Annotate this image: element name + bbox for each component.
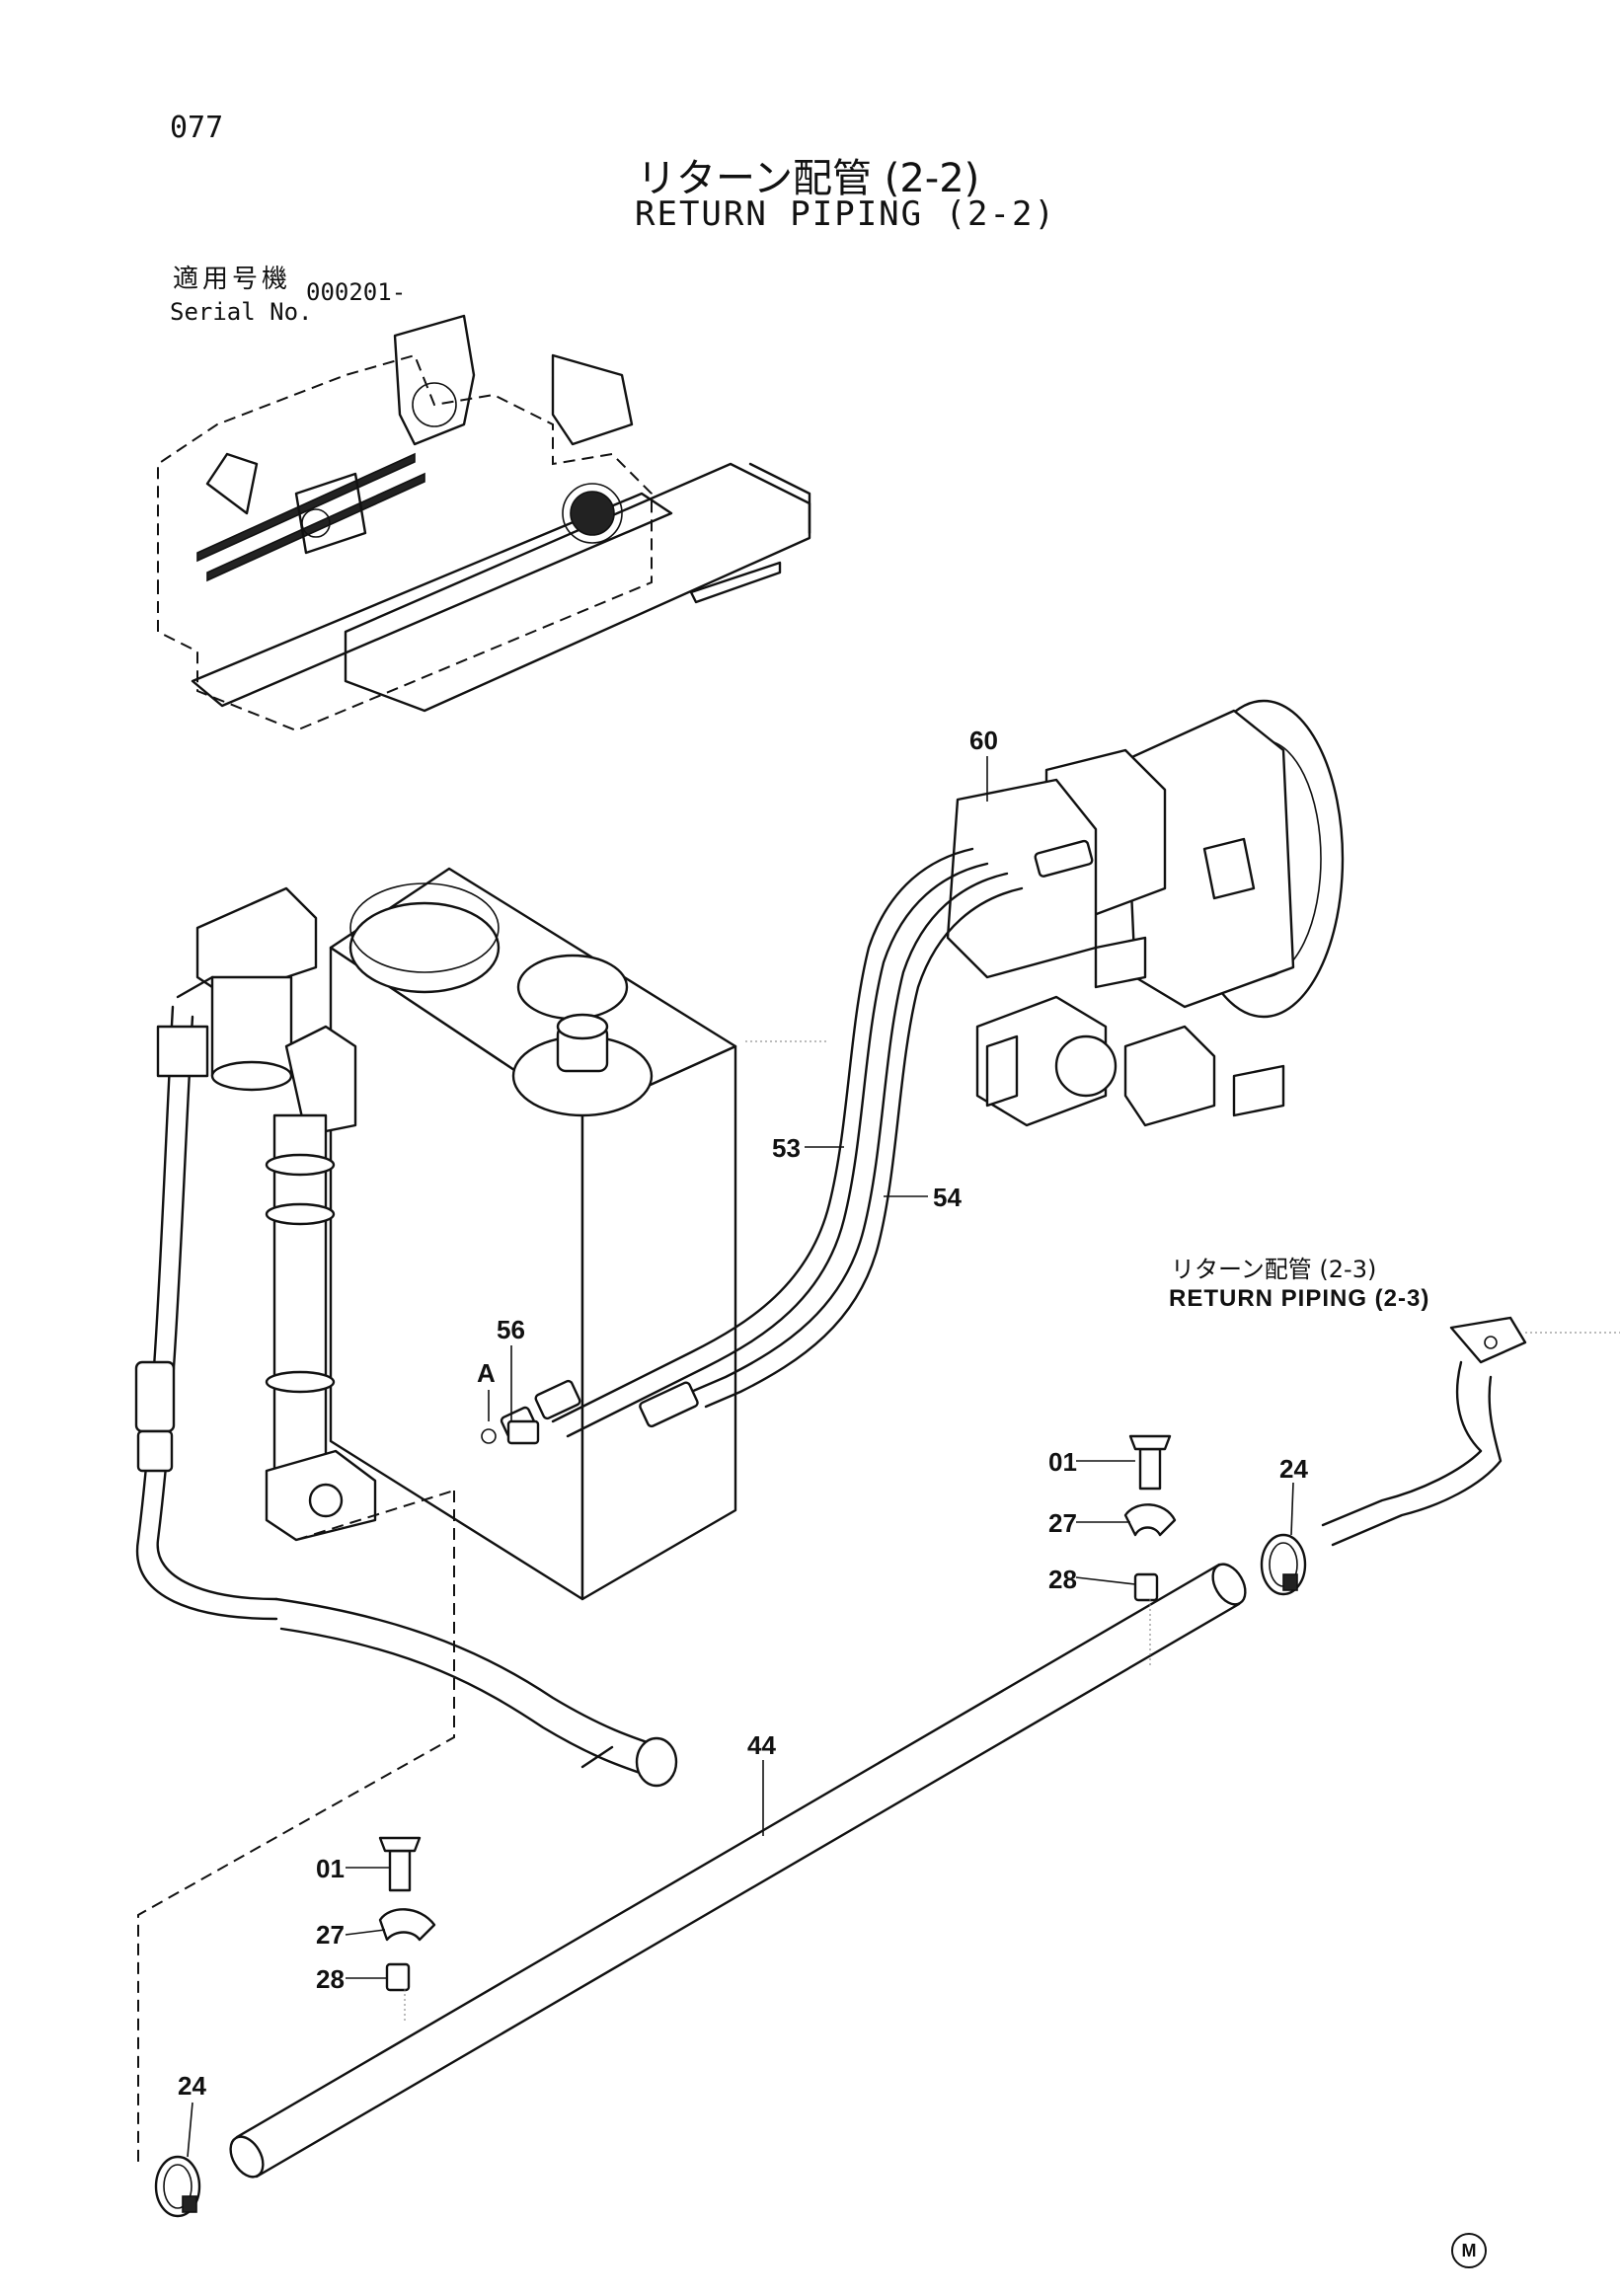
view-marker-a: A: [477, 1358, 496, 1388]
return-filter-assembly: [176, 886, 377, 1542]
return-pipe-44: [229, 1563, 1247, 2179]
reference-label-english: RETURN PIPING (2-3): [1169, 1285, 1430, 1312]
hydraulic-pump-assembly: [946, 699, 1345, 1127]
page-title-japanese: リターン配管 (2-2): [637, 156, 980, 201]
fitting-56: [481, 1419, 540, 1445]
callout-leader-lines: [187, 756, 1294, 2158]
page-number: 077: [170, 111, 224, 145]
callout-27-left: 27: [316, 1920, 345, 1950]
callout-56: 56: [497, 1315, 525, 1344]
page-title-english: RETURN PIPING (2-2): [635, 194, 1056, 234]
continuation-pipe-2-3: [1321, 1316, 1620, 1547]
callout-53: 53: [772, 1133, 801, 1163]
callout-01-right: 01: [1048, 1447, 1077, 1477]
callout-44: 44: [747, 1730, 776, 1760]
hose-clamp-24-right: [1260, 1533, 1307, 1596]
tank-outlet-pipe: [274, 1597, 678, 1788]
callout-28-right: 28: [1048, 1565, 1077, 1594]
serial-number-value: 000201-: [306, 278, 407, 306]
callout-28-left: 28: [316, 1964, 345, 1994]
callout-54: 54: [933, 1183, 962, 1212]
callout-60: 60: [969, 726, 998, 755]
detail-boundary-lines: [137, 1040, 829, 2162]
hose-clamp-24-left: [154, 2155, 201, 2218]
callout-27-right: 27: [1048, 1508, 1077, 1538]
overview-machine-frame: [157, 314, 811, 732]
callout-01-left: 01: [316, 1854, 345, 1883]
serial-label-english: Serial No.: [170, 298, 313, 326]
callout-24-left: 24: [178, 2071, 206, 2101]
clamp-set-left: [378, 1836, 436, 2024]
callout-24-right: 24: [1279, 1454, 1308, 1484]
footer-circle-mark: M: [1451, 2233, 1487, 2268]
clamp-set-right: [1123, 1434, 1177, 1668]
reference-label-japanese: リターン配管 (2-3): [1171, 1256, 1377, 1283]
hydraulic-oil-tank: [329, 867, 737, 1601]
serial-label-japanese: 適用号機: [173, 265, 292, 294]
left-return-pipe: [134, 1005, 278, 1621]
